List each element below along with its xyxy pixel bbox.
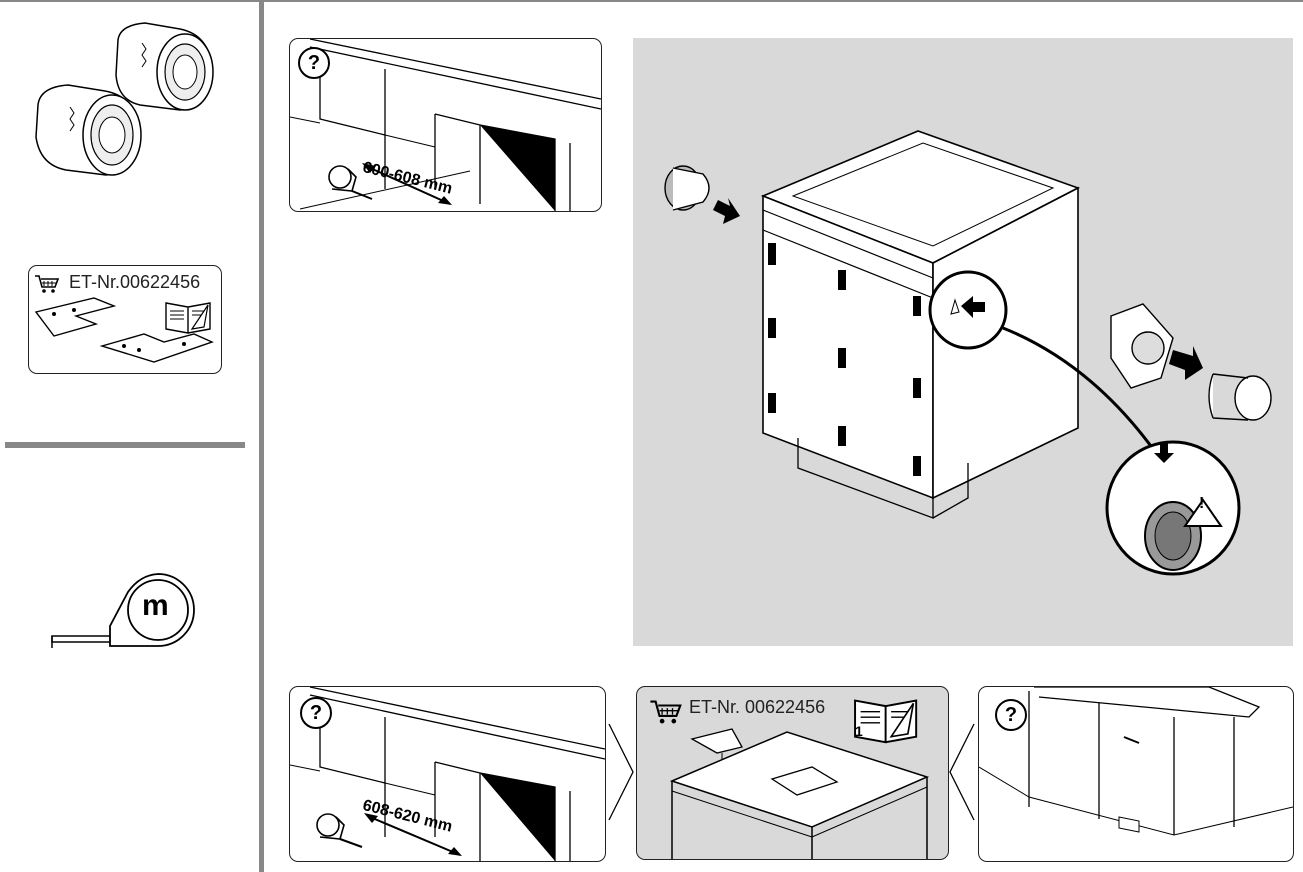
spare-part-panel: ET-Nr.00622456: [28, 265, 222, 374]
top-border: [0, 0, 1303, 2]
part-number-label: ET-Nr.00622456: [69, 272, 201, 292]
installed-unit-panel: ?: [978, 686, 1294, 862]
dishwasher-illustration: [664, 130, 1272, 576]
tape-measure-symbol: m: [142, 589, 169, 622]
sidebar-divider: [5, 442, 245, 448]
manual-book-icon: [165, 302, 211, 334]
installed-cabinet-illustration: [979, 687, 1293, 836]
column-divider: [259, 0, 264, 872]
chevron-right-icon: [608, 723, 634, 821]
manual-book-icon: [854, 699, 918, 744]
adjustment-screws-illustration: [35, 22, 214, 176]
measure-niche-panel: ? 600-608 mm: [289, 38, 602, 212]
manual-page-label: 1: [855, 723, 863, 739]
help-icon: ?: [300, 697, 332, 729]
chevron-left-icon: [949, 723, 975, 821]
dishwasher-top-illustration: [669, 728, 930, 859]
help-icon: ?: [995, 699, 1027, 731]
measure-niche-panel-alt: ? 608-620 mm: [289, 686, 606, 862]
kitchen-niche-illustration: [290, 687, 605, 861]
kitchen-niche-illustration: [290, 39, 601, 211]
tape-measure-icon: [51, 573, 195, 648]
cart-icon: [650, 700, 682, 724]
mounting-bracket-illustration: [34, 297, 214, 363]
cart-icon: [35, 275, 60, 293]
help-icon: ?: [298, 47, 330, 79]
spare-part-order-panel: ET-Nr. 00622456 1: [636, 686, 949, 860]
part-number-label: ET-Nr. 00622456: [689, 697, 826, 717]
warning-icon: !: [1199, 495, 1205, 512]
